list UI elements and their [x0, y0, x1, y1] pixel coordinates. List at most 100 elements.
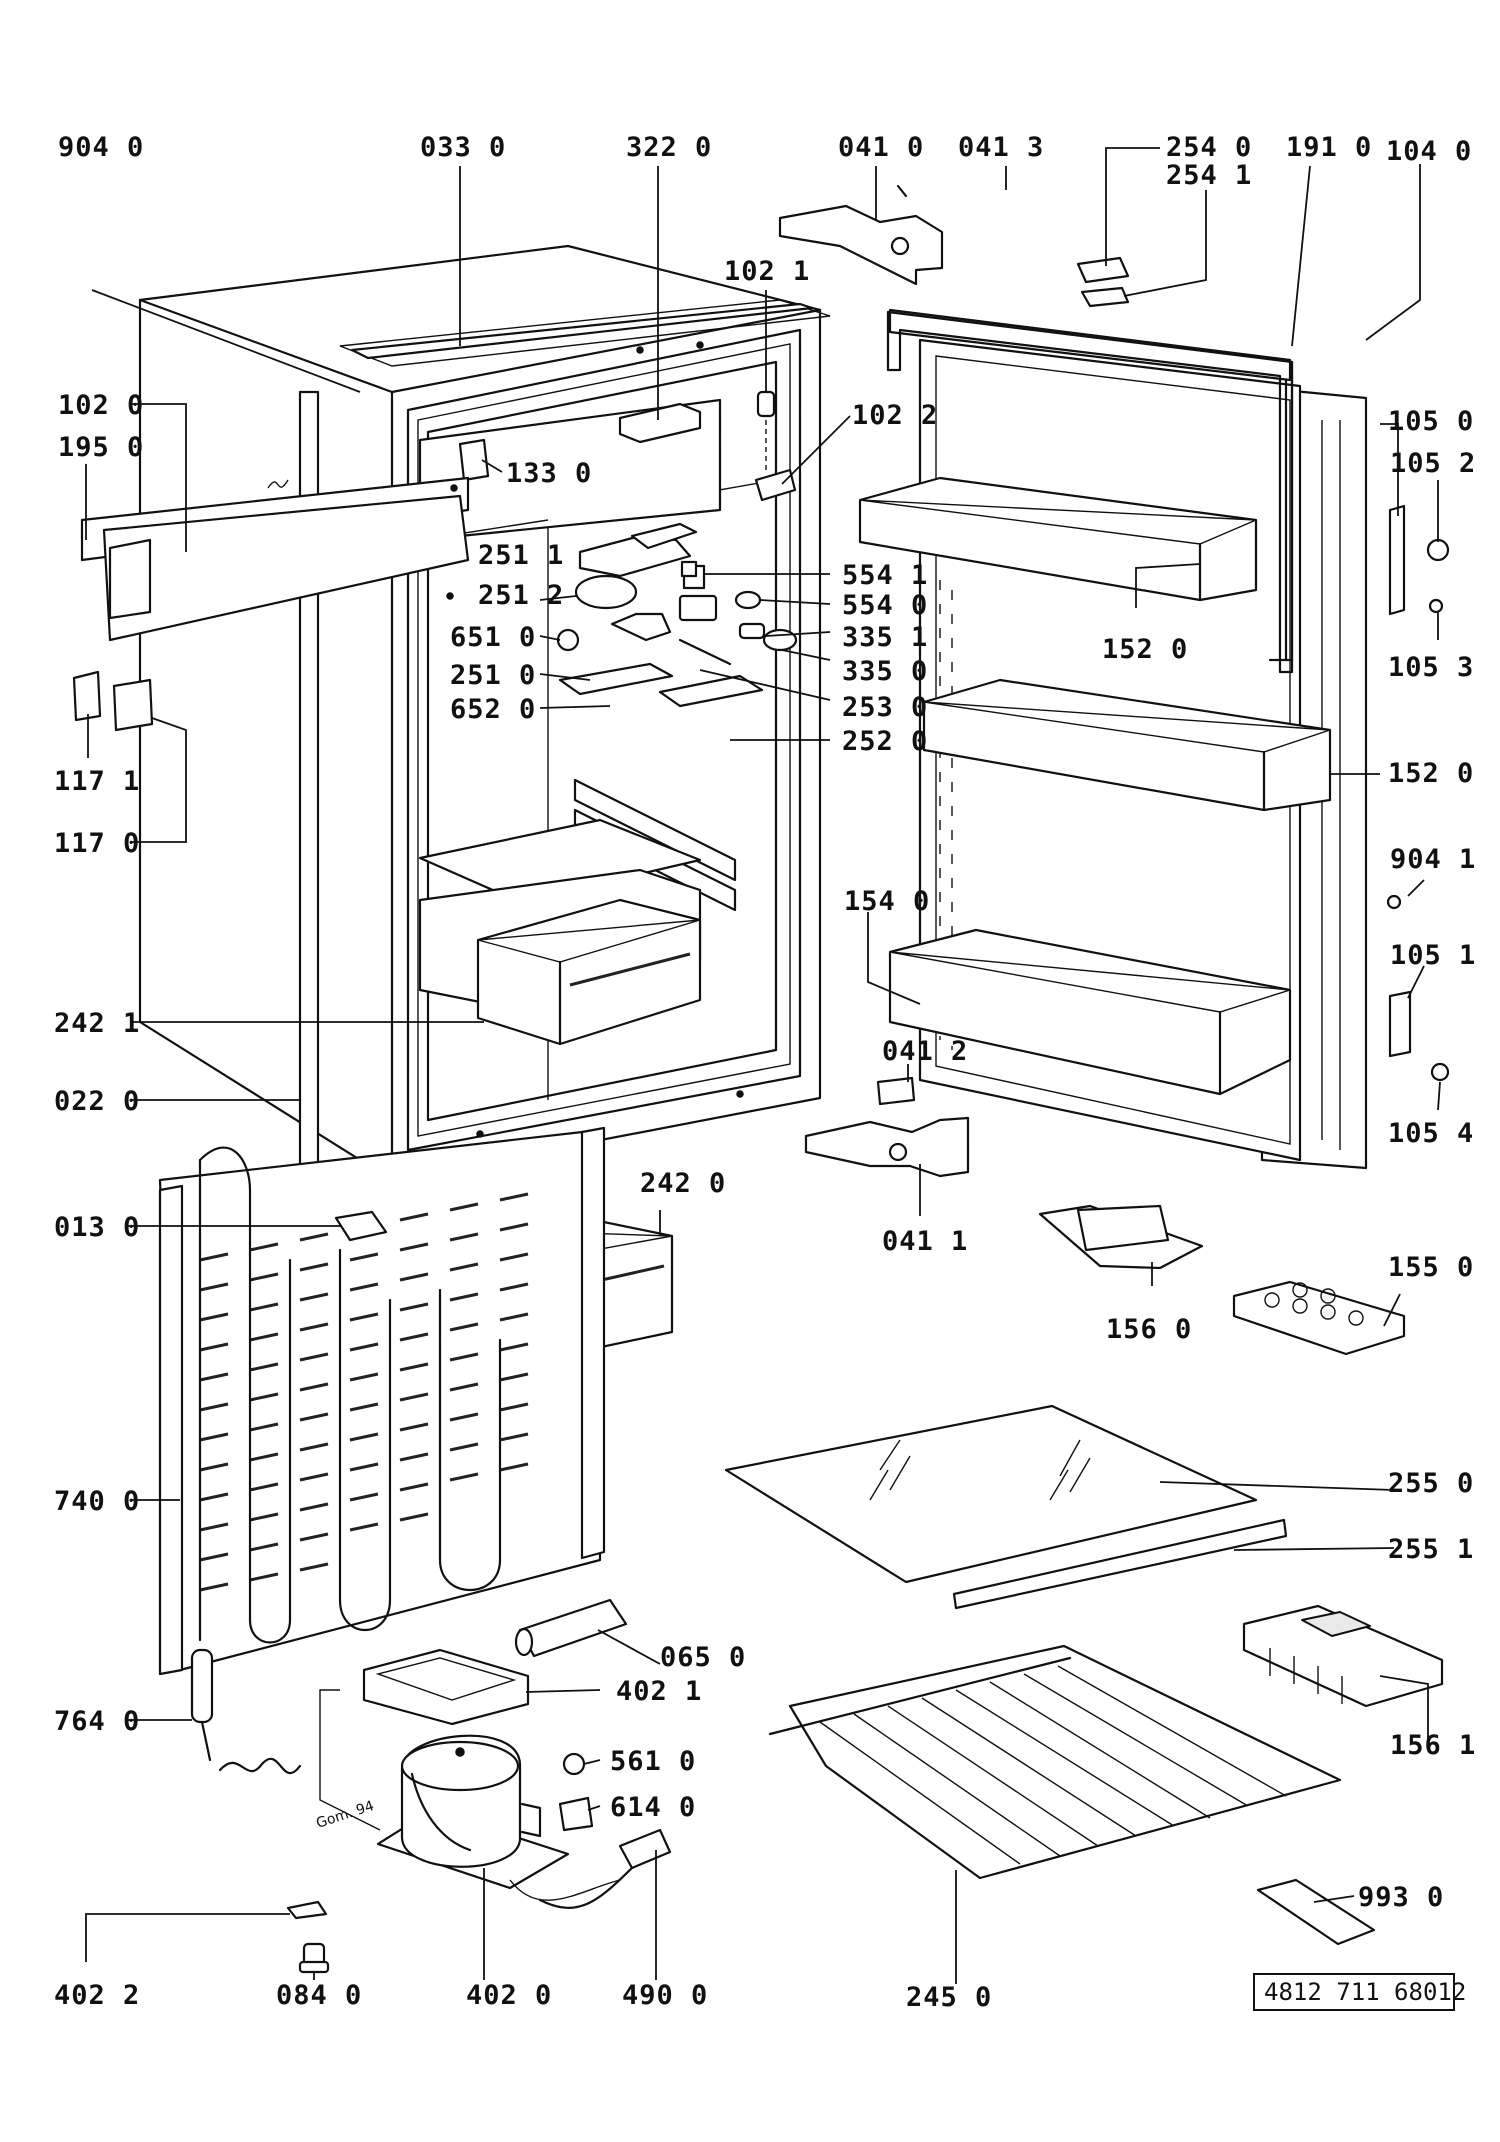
label-252-0: 252 0 [842, 726, 928, 757]
compressor-mark: Gom. 94 [314, 1798, 376, 1832]
label-105-0: 105 0 [1388, 406, 1474, 437]
label-041-2: 041 2 [882, 1036, 968, 1067]
part-764-0-drier [190, 1648, 302, 1775]
label-022-0: 022 0 [54, 1086, 140, 1117]
label-242-0: 242 0 [640, 1168, 726, 1199]
label-191-0: 191 0 [1286, 132, 1372, 163]
part-490-0-cable [538, 1828, 672, 1909]
label-554-1: 554 1 [842, 560, 928, 591]
label-195-0: 195 0 [58, 432, 144, 463]
part-254-0-cover [1076, 256, 1130, 308]
part-402-1-tray [362, 1648, 530, 1726]
label-254-1: 254 1 [1166, 160, 1252, 191]
label-102-0: 102 0 [58, 390, 144, 421]
part-402-2-clip [286, 1900, 328, 1920]
label-335-1: 335 1 [842, 622, 928, 653]
part-labels: 904 0 033 0 322 0 041 0 041 3 254 0 254 … [54, 132, 1476, 2013]
document-code-box: 4812 711 68012 [1253, 1973, 1466, 2011]
label-041-0: 041 0 [838, 132, 924, 163]
label-155-0: 155 0 [1388, 1252, 1474, 1283]
label-041-3: 041 3 [958, 132, 1044, 163]
label-251-0: 251 0 [450, 660, 536, 691]
label-554-0: 554 0 [842, 590, 928, 621]
part-242-1-crisper [476, 898, 702, 1046]
part-105-1-hinge [1388, 990, 1412, 1058]
label-904-0: 904 0 [58, 132, 144, 163]
label-740-0: 740 0 [54, 1486, 140, 1517]
part-041-0-hinge [778, 184, 944, 286]
part-740-0-condenser [158, 1126, 606, 1676]
part-156-0-butter-dish [1038, 1204, 1204, 1270]
part-102-0-evaporator [80, 476, 470, 642]
label-254-0: 254 0 [1166, 132, 1252, 163]
label-041-1: 041 1 [882, 1226, 968, 1257]
part-041-2-cover [876, 1076, 916, 1106]
part-152-0-shelf-upper [858, 476, 1258, 602]
label-065-0: 065 0 [660, 1642, 746, 1673]
label-993-0: 993 0 [1358, 1882, 1444, 1913]
label-105-2: 105 2 [1390, 448, 1476, 479]
label-255-1: 255 1 [1388, 1534, 1474, 1565]
part-255-1-trim [952, 1518, 1288, 1610]
label-105-4: 105 4 [1388, 1118, 1474, 1149]
thermostat-lamp-assembly [556, 522, 798, 708]
part-105-2-bracket [1388, 504, 1450, 616]
label-152-0-upper: 152 0 [1102, 634, 1188, 665]
part-993-0-scraper [1256, 1878, 1376, 1946]
label-102-2: 102 2 [852, 400, 938, 431]
part-402-0-compressor [319, 1689, 621, 1901]
label-156-0: 156 0 [1106, 1314, 1192, 1345]
label-133-0: 133 0 [506, 458, 592, 489]
part-105-4-cap [1430, 1062, 1450, 1082]
label-245-0: 245 0 [906, 1982, 992, 2013]
label-154-0: 154 0 [844, 886, 930, 917]
label-402-0: 402 0 [466, 1980, 552, 2011]
label-255-0: 255 0 [1388, 1468, 1474, 1499]
label-152-0-middle: 152 0 [1388, 758, 1474, 789]
label-614-0: 614 0 [610, 1792, 696, 1823]
label-251-2: 251 2 [478, 580, 564, 611]
label-561-0: 561 0 [610, 1746, 696, 1777]
label-322-0: 322 0 [626, 132, 712, 163]
part-102-1-pin [754, 390, 797, 502]
part-614-0-relay [558, 1796, 594, 1832]
label-105-1: 105 1 [1390, 940, 1476, 971]
label-117-1: 117 1 [54, 766, 140, 797]
part-155-0-egg-tray [1232, 1280, 1406, 1356]
label-104-0: 104 0 [1386, 136, 1472, 167]
label-084-0: 084 0 [276, 1980, 362, 2011]
leader-lines [85, 147, 1441, 1984]
part-245-0-wire-shelf [768, 1644, 1342, 1880]
label-013-0: 013 0 [54, 1212, 140, 1243]
part-133-0-clip [458, 438, 490, 482]
label-242-1: 242 1 [54, 1008, 140, 1039]
part-904-1-plug [1386, 894, 1402, 910]
part-117-0-clip [112, 678, 154, 732]
label-335-0: 335 0 [842, 656, 928, 687]
part-152-0-shelf-middle [922, 678, 1332, 812]
label-402-1: 402 1 [616, 1676, 702, 1707]
label-490-0: 490 0 [622, 1980, 708, 2011]
part-084-0-grommet [298, 1942, 330, 1974]
part-117-1-clip [72, 670, 102, 722]
part-041-1-hinge [804, 1116, 970, 1178]
label-105-3: 105 3 [1388, 652, 1474, 683]
part-154-0-shelf-lower [888, 928, 1292, 1096]
part-156-1-ice-tray [1242, 1604, 1444, 1708]
document-code: 4812 711 68012 [1264, 1978, 1466, 2006]
label-764-0: 764 0 [54, 1706, 140, 1737]
label-033-0: 033 0 [420, 132, 506, 163]
label-156-1: 156 1 [1390, 1730, 1476, 1761]
label-651-0: 651 0 [450, 622, 536, 653]
part-255-0-glass-shelf [724, 1404, 1258, 1584]
label-253-0: 253 0 [842, 692, 928, 723]
part-561-0-grommet [562, 1752, 586, 1776]
label-652-0: 652 0 [450, 694, 536, 725]
part-322-0-bracket [618, 402, 702, 444]
label-904-1: 904 1 [1390, 844, 1476, 875]
part-065-0-tube [514, 1598, 628, 1658]
label-117-0: 117 0 [54, 828, 140, 859]
label-402-2: 402 2 [54, 1980, 140, 2011]
